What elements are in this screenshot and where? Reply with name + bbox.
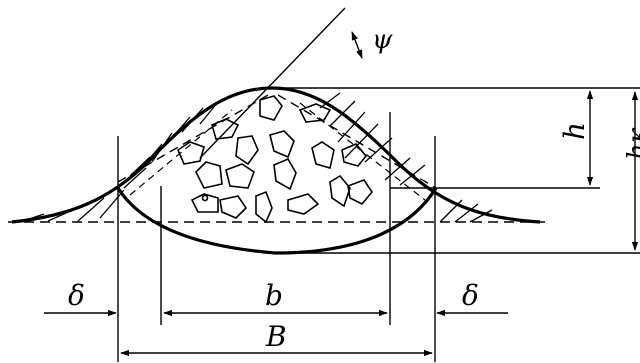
b-label: b (265, 279, 283, 312)
psi-arrow (351, 31, 363, 59)
right-inner-dash (299, 102, 426, 201)
trench-bowl-curve (116, 187, 438, 255)
B-label: B (265, 320, 287, 353)
psi-label: ψ (372, 25, 393, 55)
h-label: h (558, 122, 591, 140)
left-hatching (19, 101, 219, 223)
hk-label: hк (623, 127, 640, 160)
slope-angle-line (199, 7, 346, 159)
delta-left-label: δ (68, 279, 85, 312)
rock-fragments (177, 95, 373, 224)
delta-right-label: δ (462, 279, 479, 312)
right-hatching (319, 92, 493, 223)
